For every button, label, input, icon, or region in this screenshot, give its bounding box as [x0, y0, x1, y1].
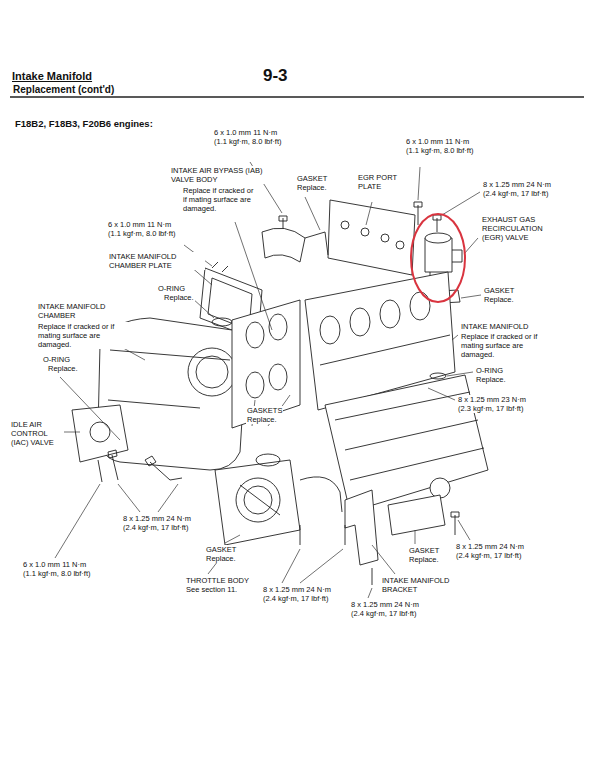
- part-name: GASKET: [408, 546, 440, 555]
- part-name: INTAKE MANIFOLD CHAMBER: [37, 302, 124, 320]
- part-name: EXHAUST GAS RECIRCULATION (EGR) VALVE: [481, 215, 565, 242]
- note: Replace.: [163, 293, 195, 302]
- torque-spec: 8 x 1.25 mm 24 N·m (2.4 kgf·m, 17 lbf·ft…: [262, 585, 340, 603]
- note: Replace if cracked or if mating surface …: [182, 186, 258, 213]
- part-name: O-RING: [475, 366, 504, 375]
- part-name: THROTTLE BODY: [185, 576, 250, 585]
- torque-spec: 6 x 1.0 mm 11 N·m (1.1 kgf·m, 8.0 lbf·ft…: [22, 560, 100, 578]
- note: See section 11.: [185, 585, 238, 594]
- engine-list: F18B2, F18B3, F20B6 engines:: [14, 118, 154, 129]
- torque-spec: 8 x 1.25 mm 24 N·m (2.4 kgf·m, 17 lbf·ft…: [482, 180, 560, 198]
- torque-spec: 8 x 1.25 mm 24 N·m (2.4 kgf·m, 17 lbf·ft…: [455, 542, 533, 560]
- torque-spec: 8 x 1.25 mm 24 N·m (2.4 kgf·m, 17 lbf·ft…: [122, 514, 200, 532]
- part-name: INTAKE MANIFOLD BRACKET: [381, 576, 459, 594]
- torque-spec: 6 x 1.0 mm 11 N·m (1.1 kgf·m, 8.0 lbf·ft…: [405, 137, 483, 155]
- torque-spec: 8 x 1.25 mm 23 N·m (2.3 kgf·m, 17 lbf·ft…: [457, 395, 535, 413]
- note: Replace.: [408, 555, 440, 564]
- note: Replace.: [296, 183, 328, 192]
- part-name: GASKETS: [246, 406, 283, 415]
- part-name: GASKET: [296, 174, 328, 183]
- note: Replace.: [475, 375, 507, 384]
- part-name: GASKET: [205, 545, 237, 554]
- note: Replace.: [205, 554, 237, 563]
- torque-spec: 6 x 1.0 mm 11 N·m (1.1 kgf·m, 8.0 lbf·ft…: [107, 220, 185, 238]
- part-name: INTAKE MANIFOLD CHAMBER PLATE: [108, 252, 205, 270]
- page-number: 9-3: [262, 66, 289, 86]
- torque-spec: 6 x 1.0 mm 11 N·m (1.1 kgf·m, 8.0 lbf·ft…: [213, 128, 291, 146]
- note: Replace if cracked or if mating surface …: [460, 332, 550, 359]
- part-name: EGR PORT PLATE: [357, 173, 404, 191]
- part-name: IDLE AIR CONTROL (IAC) VALVE: [10, 420, 64, 447]
- part-name: INTAKE AIR BYPASS (IAB) VALVE BODY: [170, 166, 267, 184]
- part-name: GASKET: [483, 286, 515, 295]
- note: Replace if cracked or if mating surface …: [37, 322, 129, 349]
- part-name: INTAKE MANIFOLD: [460, 322, 529, 331]
- subheading: Replacement (cont'd): [12, 84, 115, 96]
- note: Replace.: [47, 364, 79, 373]
- note: Replace.: [246, 415, 278, 424]
- page-title: Intake Manifold: [12, 70, 92, 82]
- part-name: O-RING: [157, 284, 186, 293]
- part-name: O-RING: [42, 355, 71, 364]
- torque-spec: 8 x 1.25 mm 24 N·m (2.4 kgf·m, 17 lbf·ft…: [350, 600, 428, 618]
- note: Replace.: [483, 295, 515, 304]
